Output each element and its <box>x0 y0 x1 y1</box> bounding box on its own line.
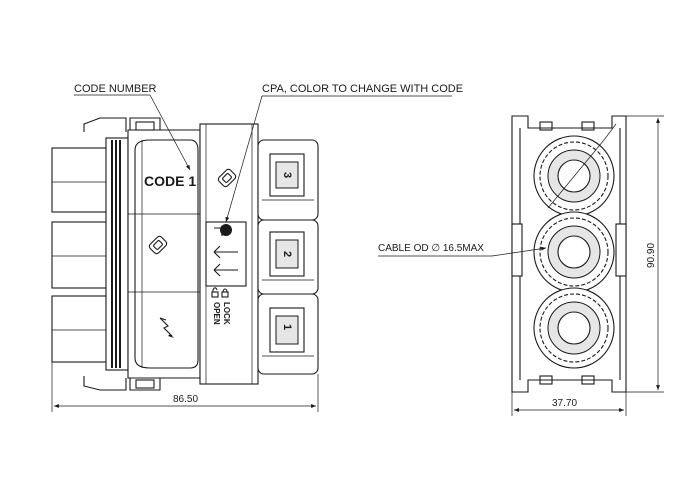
code-number-callout: CODE NUMBER <box>74 83 191 171</box>
brand-logo-icon <box>217 168 237 188</box>
code-label: CODE 1 <box>144 173 196 189</box>
position-label-3: 3 <box>281 172 293 178</box>
position-label-2: 2 <box>281 251 293 257</box>
brand-logo-icon <box>148 235 168 255</box>
width-dimension: 37.70 <box>511 392 627 416</box>
front-modules <box>257 139 319 375</box>
cable-od-callout: CABLE OD ∅ 16.5MAX <box>378 243 547 257</box>
length-dimension: 86.50 <box>51 362 319 412</box>
cable-port-bottom <box>533 287 615 369</box>
cpa-arrow-icon <box>213 224 238 277</box>
code-number-text: CODE NUMBER <box>74 83 157 95</box>
cpa-collar <box>199 123 259 385</box>
high-voltage-icon <box>159 317 174 338</box>
lock-labels: OPEN LOCK <box>211 287 231 325</box>
height-dimension: 90.90 <box>626 115 664 393</box>
lock-closed-label: LOCK <box>222 302 231 325</box>
height-value: 90.90 <box>646 243 657 268</box>
lock-open-label: OPEN <box>212 302 221 325</box>
cpa-callout: CPA, COLOR TO CHANGE WITH CODE <box>225 83 463 223</box>
side-view: CODE 1 <box>51 83 463 412</box>
cable-port-middle <box>533 211 615 293</box>
cable-od-text: CABLE OD ∅ 16.5MAX <box>378 243 484 254</box>
rear-cable-exits <box>51 147 113 363</box>
width-value: 37.70 <box>552 398 577 409</box>
cpa-text: CPA, COLOR TO CHANGE WITH CODE <box>262 83 463 95</box>
position-label-1: 1 <box>281 324 293 330</box>
length-value: 86.50 <box>173 394 198 405</box>
front-view: CABLE OD ∅ 16.5MAX 37.70 90.90 <box>378 115 664 416</box>
lock-open-icon <box>211 287 219 298</box>
lock-closed-icon <box>221 288 229 298</box>
grip-band <box>105 137 129 371</box>
